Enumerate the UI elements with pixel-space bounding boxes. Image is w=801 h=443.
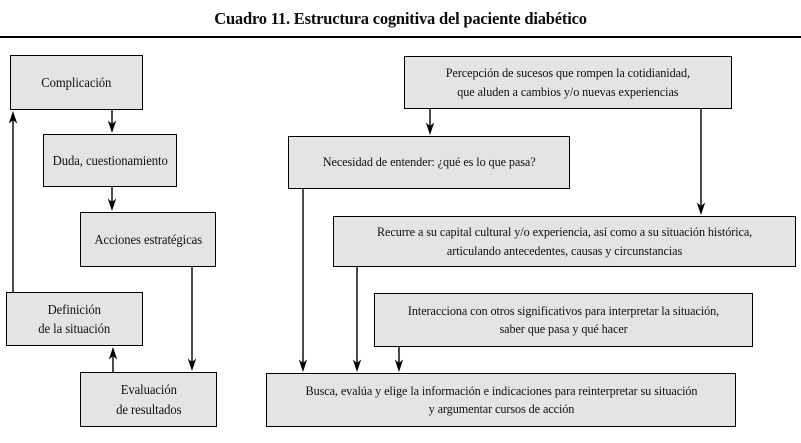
node-acciones-estrategicas: Acciones estratégicas [80, 212, 216, 267]
node-label: de la situación [38, 321, 111, 336]
arrow-necesidad-to-busca [298, 189, 308, 372]
arrow-recurre-to-busca [352, 267, 362, 372]
node-label: Definición [47, 301, 102, 317]
node-necesidad-entender: Necesidad de entender: ¿qué es lo que pa… [288, 136, 570, 189]
node-label: que aluden a cambios y/o nuevas experien… [457, 83, 679, 99]
node-definicion-situacion: Definición de la situación [6, 292, 143, 346]
node-recurre-capital-cultural: Recurre a su capital cultural y/o experi… [333, 216, 796, 267]
node-complicacion: Complicación [10, 55, 143, 110]
node-label: articulando antecedentes, causas y circu… [446, 242, 683, 258]
title-divider [0, 36, 801, 38]
node-label: Duda, cuestionamiento [52, 152, 168, 168]
node-label: Necesidad de entender: ¿qué es lo que pa… [322, 154, 536, 170]
arrow-definicion-to-complicacion [8, 111, 18, 292]
node-label: Interacciona con otros significativos pa… [407, 302, 720, 318]
node-label: Acciones estratégicas [94, 231, 202, 247]
arrow-acciones-to-evaluacion [187, 267, 197, 371]
arrow-duda-to-acciones [107, 187, 117, 211]
node-evaluacion-resultados: Evaluación de resultados [80, 372, 217, 427]
node-label: Percepción de sucesos que rompen la coti… [445, 65, 691, 81]
arrow-interacciona-to-busca [394, 347, 404, 372]
node-label: y argumentar cursos de acción [428, 401, 574, 416]
arrow-percepcion-to-recurre [696, 109, 706, 215]
node-percepcion-sucesos: Percepción de sucesos que rompen la coti… [404, 56, 732, 109]
node-label: de resultados [115, 401, 182, 417]
node-interacciona-significativos: Interacciona con otros significativos pa… [374, 293, 753, 347]
node-busca-evalua-elige: Busca, evalúa y elige la información e i… [266, 373, 736, 427]
node-label: Complicación [41, 74, 112, 90]
arrow-percepcion-to-necesidad [425, 109, 435, 135]
node-label: Recurre a su capital cultural y/o experi… [376, 224, 753, 240]
node-duda-cuestionamiento: Duda, cuestionamiento [43, 134, 177, 187]
node-label: saber que pasa y qué hacer [499, 321, 628, 336]
arrow-complicacion-to-duda [107, 110, 117, 133]
diagram-title: Cuadro 11. Estructura cognitiva del paci… [214, 9, 587, 28]
arrow-evaluacion-to-definicion [108, 347, 118, 372]
node-label: Evaluación [120, 382, 177, 398]
node-label: Busca, evalúa y elige la información e i… [305, 382, 697, 398]
